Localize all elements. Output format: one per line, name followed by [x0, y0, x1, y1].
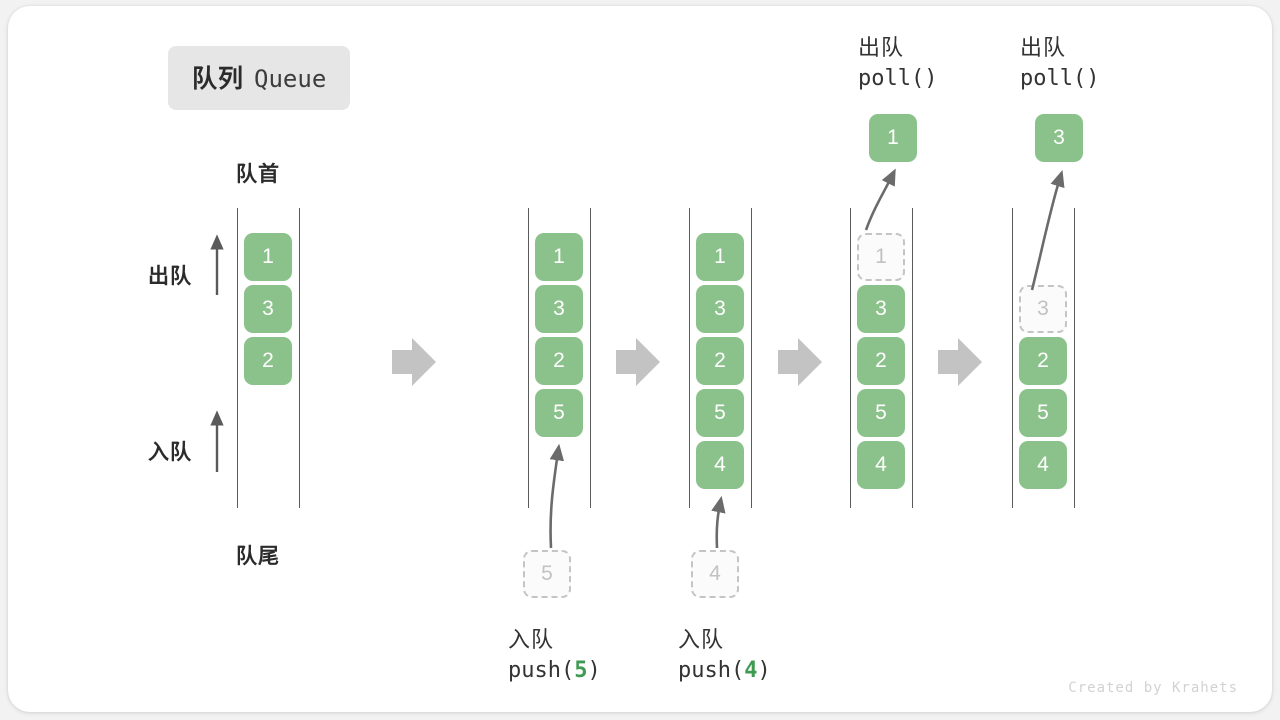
label-queue-tail: 队尾	[236, 545, 280, 568]
title-english: Queue	[254, 65, 327, 93]
rail-left-stage-3	[689, 208, 690, 508]
rail-left-stage-4	[850, 208, 851, 508]
queue-cell: 5	[1019, 389, 1067, 437]
queue-cell: 3	[1019, 285, 1067, 333]
code-suffix: )	[757, 658, 771, 683]
queue-cell: 3	[857, 285, 905, 333]
rail-right-stage-2	[590, 208, 591, 508]
incoming-ghost-cell: 4	[691, 550, 739, 598]
diagram-title-badge: 队列 Queue	[168, 46, 351, 110]
queue-cell: 3	[696, 285, 744, 333]
caption-dequeue-2: 出队	[1020, 35, 1067, 60]
label-dequeue-direction: 出队	[148, 265, 192, 288]
incoming-ghost-cell: 5	[523, 550, 571, 598]
credit-text: Created by Krahets	[1068, 680, 1238, 696]
queue-cell: 2	[696, 337, 744, 385]
code-argument: 5	[574, 658, 588, 683]
label-enqueue-direction: 入队	[148, 441, 192, 464]
queue-cell: 1	[244, 233, 292, 281]
rail-right-stage-4	[912, 208, 913, 508]
outgoing-cell: 1	[869, 114, 917, 162]
caption-code-poll-1: poll()	[858, 66, 938, 91]
code-suffix: )	[587, 658, 601, 683]
code-prefix: push(	[678, 658, 745, 683]
code-argument: 4	[744, 658, 758, 683]
rail-right-stage-1	[299, 208, 300, 508]
queue-cell: 5	[696, 389, 744, 437]
caption-enqueue-1: 入队	[508, 627, 555, 652]
caption-code-push-5: push(5)	[508, 658, 601, 683]
rail-left-stage-5	[1012, 208, 1013, 508]
rail-left-stage-2	[528, 208, 529, 508]
queue-cell: 2	[244, 337, 292, 385]
title-chinese: 队列	[192, 65, 245, 93]
queue-cell: 2	[1019, 337, 1067, 385]
caption-dequeue-1: 出队	[858, 35, 905, 60]
queue-cell: 4	[1019, 441, 1067, 489]
queue-cell: 3	[244, 285, 292, 333]
rail-left-stage-1	[237, 208, 238, 508]
queue-cell: 5	[857, 389, 905, 437]
queue-cell: 2	[535, 337, 583, 385]
code-prefix: push(	[508, 658, 575, 683]
queue-cell: 1	[857, 233, 905, 281]
queue-cell: 1	[535, 233, 583, 281]
caption-code-poll-2: poll()	[1020, 66, 1100, 91]
outgoing-cell: 3	[1035, 114, 1083, 162]
caption-code-push-4: push(4)	[678, 658, 771, 683]
queue-cell: 1	[696, 233, 744, 281]
caption-enqueue-2: 入队	[678, 627, 725, 652]
queue-cell: 5	[535, 389, 583, 437]
queue-cell: 4	[857, 441, 905, 489]
queue-cell: 3	[535, 285, 583, 333]
label-queue-head: 队首	[236, 163, 280, 186]
rail-right-stage-3	[751, 208, 752, 508]
rail-right-stage-5	[1074, 208, 1075, 508]
queue-cell: 4	[696, 441, 744, 489]
queue-cell: 2	[857, 337, 905, 385]
diagram-card	[8, 6, 1272, 712]
